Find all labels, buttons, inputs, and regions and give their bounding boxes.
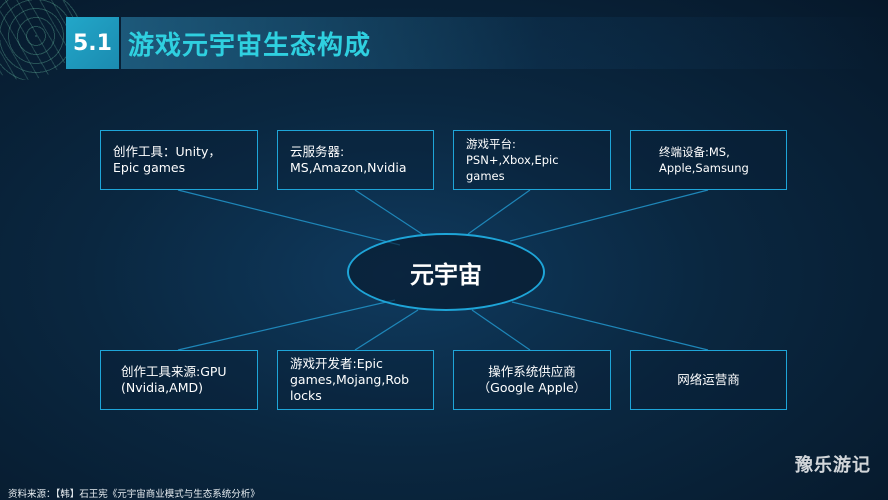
- connector-bottom-4: [511, 301, 709, 351]
- page-title: 游戏元宇宙生态构成: [128, 31, 372, 61]
- section-number-badge: 5.1: [66, 17, 119, 69]
- node-terminal-devices: 终端设备:MS, Apple,Samsung: [630, 130, 787, 190]
- node-label: 操作系统供应商 （Google Apple）: [477, 364, 587, 395]
- node-label: 终端设备:MS, Apple,Samsung: [659, 145, 749, 175]
- connector-bottom-2: [354, 309, 419, 351]
- connector-top-3: [467, 189, 531, 235]
- node-label: 云服务器: MS,Amazon,Nvidia: [290, 144, 407, 175]
- node-creation-tools: 创作工具：Unity， Epic games: [100, 130, 258, 190]
- node-game-platforms: 游戏平台: PSN+,Xbox,Epic games: [453, 130, 611, 190]
- metaverse-hub: 元宇宙: [347, 233, 545, 311]
- watermark: 豫乐游记: [795, 455, 871, 476]
- connector-top-2: [354, 189, 426, 237]
- connector-top-4: [509, 189, 709, 242]
- connector-bottom-3: [471, 309, 531, 351]
- node-label: 网络运营商: [677, 372, 740, 387]
- node-label: 游戏开发者:Epic games,Mojang,Rob locks: [290, 356, 410, 403]
- node-label: 创作工具：Unity， Epic games: [113, 144, 221, 175]
- title-bar: [121, 17, 888, 69]
- connector-top-1: [177, 189, 401, 246]
- source-citation: 资料来源：【韩】石王宪《元宇宙商业模式与生态系统分析》: [8, 489, 260, 500]
- node-os-vendors: 操作系统供应商 （Google Apple）: [453, 350, 611, 410]
- node-label: 游戏平台: PSN+,Xbox,Epic games: [466, 137, 559, 183]
- node-label: 创作工具来源:GPU (Nvidia,AMD): [121, 364, 227, 395]
- connector-bottom-1: [177, 299, 396, 351]
- node-gpu-sources: 创作工具来源:GPU (Nvidia,AMD): [100, 350, 258, 410]
- node-game-developers: 游戏开发者:Epic games,Mojang,Rob locks: [277, 350, 434, 410]
- node-cloud-servers: 云服务器: MS,Amazon,Nvidia: [277, 130, 434, 190]
- node-network-operators: 网络运营商: [630, 350, 787, 410]
